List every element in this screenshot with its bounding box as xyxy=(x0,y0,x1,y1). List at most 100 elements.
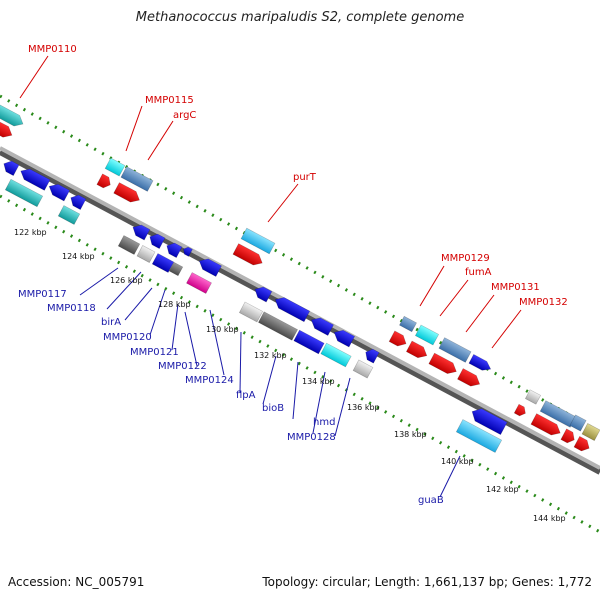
callout-line xyxy=(209,309,225,376)
gene-label-reverse[interactable]: MMP0128 xyxy=(287,432,336,443)
gene-label-forward[interactable]: fumA xyxy=(465,267,492,278)
gene-feature-reverse xyxy=(198,258,222,277)
callout-line xyxy=(439,279,469,317)
gene-label-forward[interactable]: MMP0131 xyxy=(491,282,540,293)
gene-feature-reverse xyxy=(352,359,374,379)
label-callouts xyxy=(19,55,522,498)
gene-feature-reverse xyxy=(3,160,20,176)
gene-feature-reverse xyxy=(48,183,71,202)
gene-feature-reverse xyxy=(310,317,334,336)
gene-feature-forward xyxy=(96,173,111,189)
tick-label: 124 kbp xyxy=(62,252,95,261)
gene-feature-forward xyxy=(104,157,126,177)
gene-feature-reverse xyxy=(166,242,183,258)
gene-feature-reverse xyxy=(254,286,273,303)
gene-feature-reverse xyxy=(471,408,508,436)
tick-label: 128 kbp xyxy=(158,300,191,309)
tick-label: 136 kbp xyxy=(347,403,380,412)
gene-label-reverse[interactable]: MMP0124 xyxy=(185,375,234,386)
gene-label-forward[interactable]: MMP0110 xyxy=(28,44,77,55)
tick-label: 130 kbp xyxy=(206,325,239,334)
tick-label: 122 kbp xyxy=(14,228,47,237)
tick-label: 134 kbp xyxy=(302,377,335,386)
callout-line xyxy=(439,455,461,498)
gene-label-forward[interactable]: MMP0115 xyxy=(145,95,194,106)
gene-feature-reverse xyxy=(70,194,87,210)
gene-feature-reverse xyxy=(151,253,175,273)
callout-line xyxy=(124,287,153,321)
gene-feature-reverse xyxy=(136,245,156,263)
gene-feature-forward xyxy=(120,166,154,192)
gene-label-reverse[interactable]: MMP0117 xyxy=(18,289,67,300)
gene-label-reverse[interactable]: bioB xyxy=(262,403,284,414)
gene-feature-reverse xyxy=(20,168,51,191)
gene-label-forward[interactable]: MMP0129 xyxy=(441,253,490,264)
gene-feature-reverse xyxy=(117,235,141,255)
gene-feature-reverse xyxy=(4,178,44,208)
gene-feature-forward xyxy=(581,423,600,441)
accession-text: Accession: NC_005791 xyxy=(8,575,145,589)
gene-feature-reverse xyxy=(132,224,151,241)
gene-feature-forward xyxy=(468,354,492,371)
inner-tick-track xyxy=(0,194,600,534)
gene-feature-reverse xyxy=(274,297,311,323)
gene-feature-reverse xyxy=(455,419,503,453)
gene-features xyxy=(0,102,600,453)
callout-line xyxy=(419,265,445,307)
gene-label-reverse[interactable]: birA xyxy=(101,317,121,328)
callout-line xyxy=(79,267,119,296)
outer-tick-track xyxy=(0,94,600,434)
gene-feature-forward xyxy=(232,243,263,266)
gene-feature-forward xyxy=(0,102,24,127)
gene-feature-reverse xyxy=(238,301,264,323)
gene-feature-forward xyxy=(438,337,472,363)
tick-label: 138 kbp xyxy=(394,430,427,439)
gene-feature-reverse xyxy=(333,329,356,348)
callout-line xyxy=(149,289,166,336)
gene-label-reverse[interactable]: hmd xyxy=(313,417,335,428)
callout-line xyxy=(267,183,299,223)
tick-label: 144 kbp xyxy=(533,514,566,523)
gene-feature-forward xyxy=(569,414,587,432)
gene-feature-forward xyxy=(113,182,140,203)
callout-line xyxy=(147,120,174,161)
gene-label-reverse[interactable]: MMP0120 xyxy=(103,332,152,343)
tick-label: 132 kbp xyxy=(254,351,287,360)
callout-line xyxy=(334,377,351,437)
gene-feature-forward xyxy=(573,436,590,452)
gene-label-reverse[interactable]: MMP0118 xyxy=(47,303,96,314)
map-title: Methanococcus maripaludis S2, complete g… xyxy=(135,10,465,25)
gene-label-forward[interactable]: argC xyxy=(173,110,196,121)
gene-feature-forward xyxy=(513,403,526,417)
callout-line xyxy=(184,311,198,367)
gene-label-reverse[interactable]: flpA xyxy=(236,390,256,401)
gene-feature-reverse xyxy=(186,272,212,294)
callout-line xyxy=(239,331,242,394)
gene-feature-reverse xyxy=(258,311,298,341)
gene-feature-forward xyxy=(428,352,457,374)
gene-feature-forward xyxy=(539,400,577,428)
gene-feature-reverse xyxy=(183,246,193,257)
gene-feature-reverse xyxy=(57,205,81,225)
gene-label-forward[interactable]: MMP0132 xyxy=(519,297,568,308)
callout-line xyxy=(125,105,143,152)
callout-line xyxy=(262,355,277,405)
gene-label-forward[interactable]: purT xyxy=(293,172,317,183)
gene-feature-forward xyxy=(530,413,561,436)
callout-line xyxy=(19,55,49,99)
gene-label-reverse[interactable]: guaB xyxy=(418,495,444,506)
gene-feature-forward xyxy=(524,389,542,405)
gene-feature-reverse xyxy=(168,261,184,277)
tick-label: 140 kbp xyxy=(441,457,474,466)
gene-feature-reverse xyxy=(365,348,380,364)
gene-feature-reverse xyxy=(149,233,166,249)
gene-feature-forward xyxy=(457,368,481,387)
gene-feature-forward xyxy=(388,330,407,347)
gene-label-reverse[interactable]: MMP0121 xyxy=(130,347,179,358)
gene-feature-forward xyxy=(560,428,575,444)
gene-feature-reverse xyxy=(320,342,352,368)
gene-label-reverse[interactable]: MMP0122 xyxy=(158,361,207,372)
callout-line xyxy=(171,303,179,351)
gene-feature-forward xyxy=(414,324,440,346)
